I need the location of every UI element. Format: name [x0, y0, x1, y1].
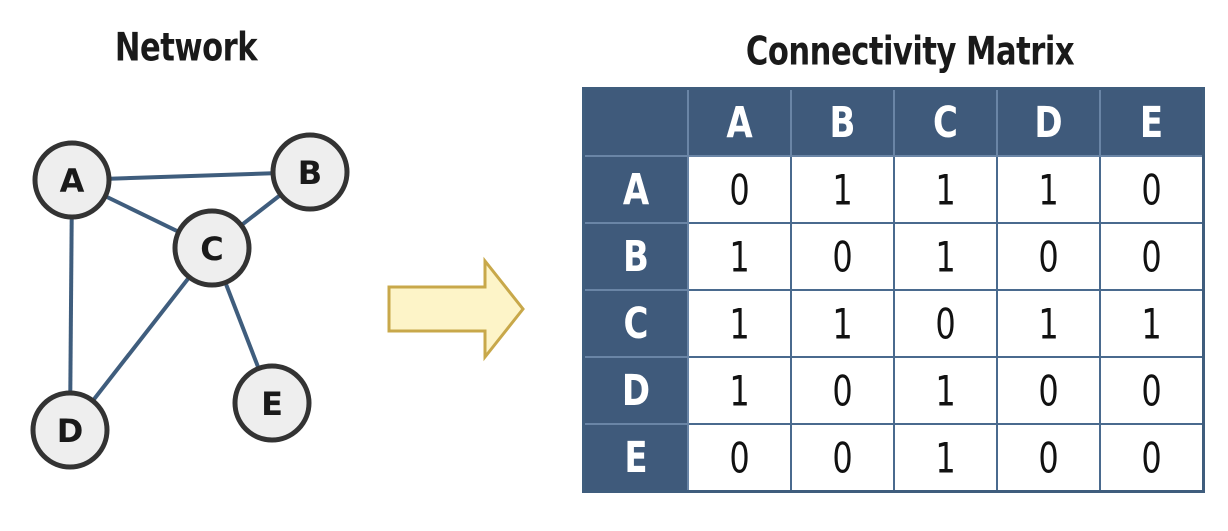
- matrix-cell: 1: [790, 289, 895, 358]
- matrix-cell: 1: [687, 356, 792, 425]
- edge-a-b: [71, 170, 311, 182]
- node-circle: [30, 390, 110, 470]
- node-circle: [172, 208, 252, 288]
- matrix-cell: 0: [1099, 155, 1205, 224]
- network-graph: A B C D E: [30, 132, 350, 470]
- matrix-cell: 0: [1099, 222, 1205, 291]
- matrix-cell: 0: [790, 423, 895, 493]
- matrix-cell: 0: [996, 356, 1101, 425]
- matrix-cell: 0: [893, 289, 998, 358]
- node-e: E: [232, 363, 312, 443]
- network-nodes: A B C D E: [30, 132, 350, 470]
- matrix-corner-cell: [582, 87, 689, 157]
- matrix-cell: 1: [687, 222, 792, 291]
- matrix-col-header: E: [1099, 87, 1205, 157]
- matrix-cell: 0: [1099, 423, 1205, 493]
- right-arrow-icon: [387, 256, 525, 362]
- node-circle: [270, 132, 350, 212]
- node-circle: [32, 140, 112, 220]
- matrix-cell: 0: [996, 222, 1101, 291]
- edge-a-d: [68, 179, 74, 431]
- matrix-col-header: B: [790, 87, 895, 157]
- matrix-cell: 0: [996, 423, 1101, 493]
- matrix-cell: 1: [893, 423, 998, 493]
- node-label: D: [57, 412, 84, 450]
- matrix-cell: 1: [790, 155, 895, 224]
- matrix-row-header: C: [582, 289, 689, 358]
- matrix-title: Connectivity Matrix: [745, 29, 1075, 75]
- node-circle: [232, 363, 312, 443]
- matrix-cell: 1: [893, 222, 998, 291]
- matrix-cell: 1: [893, 155, 998, 224]
- matrix-cell: 0: [790, 356, 895, 425]
- matrix-cell: 0: [1099, 356, 1205, 425]
- matrix-row-header: E: [582, 423, 689, 493]
- node-c: C: [172, 208, 252, 288]
- matrix-cell: 1: [893, 356, 998, 425]
- node-d: D: [30, 390, 110, 470]
- node-label: C: [200, 230, 223, 268]
- matrix-cell: 1: [1099, 289, 1205, 358]
- matrix-col-header: D: [996, 87, 1101, 157]
- node-label: E: [261, 385, 283, 423]
- matrix-cell: 0: [790, 222, 895, 291]
- matrix-row-header: B: [582, 222, 689, 291]
- matrix-col-header: C: [893, 87, 998, 157]
- network-title: Network: [114, 25, 258, 71]
- node-label: B: [298, 154, 322, 192]
- matrix-cell: 1: [996, 155, 1101, 224]
- matrix-cell: 1: [996, 289, 1101, 358]
- matrix-col-header: A: [687, 87, 792, 157]
- node-label: A: [60, 162, 85, 200]
- node-b: B: [270, 132, 350, 212]
- matrix-cell: 0: [687, 155, 792, 224]
- matrix-cell: 0: [687, 423, 792, 493]
- matrix-cell: 1: [687, 289, 792, 358]
- matrix-row-header: D: [582, 356, 689, 425]
- matrix-row-header: A: [582, 155, 689, 224]
- node-a: A: [32, 140, 112, 220]
